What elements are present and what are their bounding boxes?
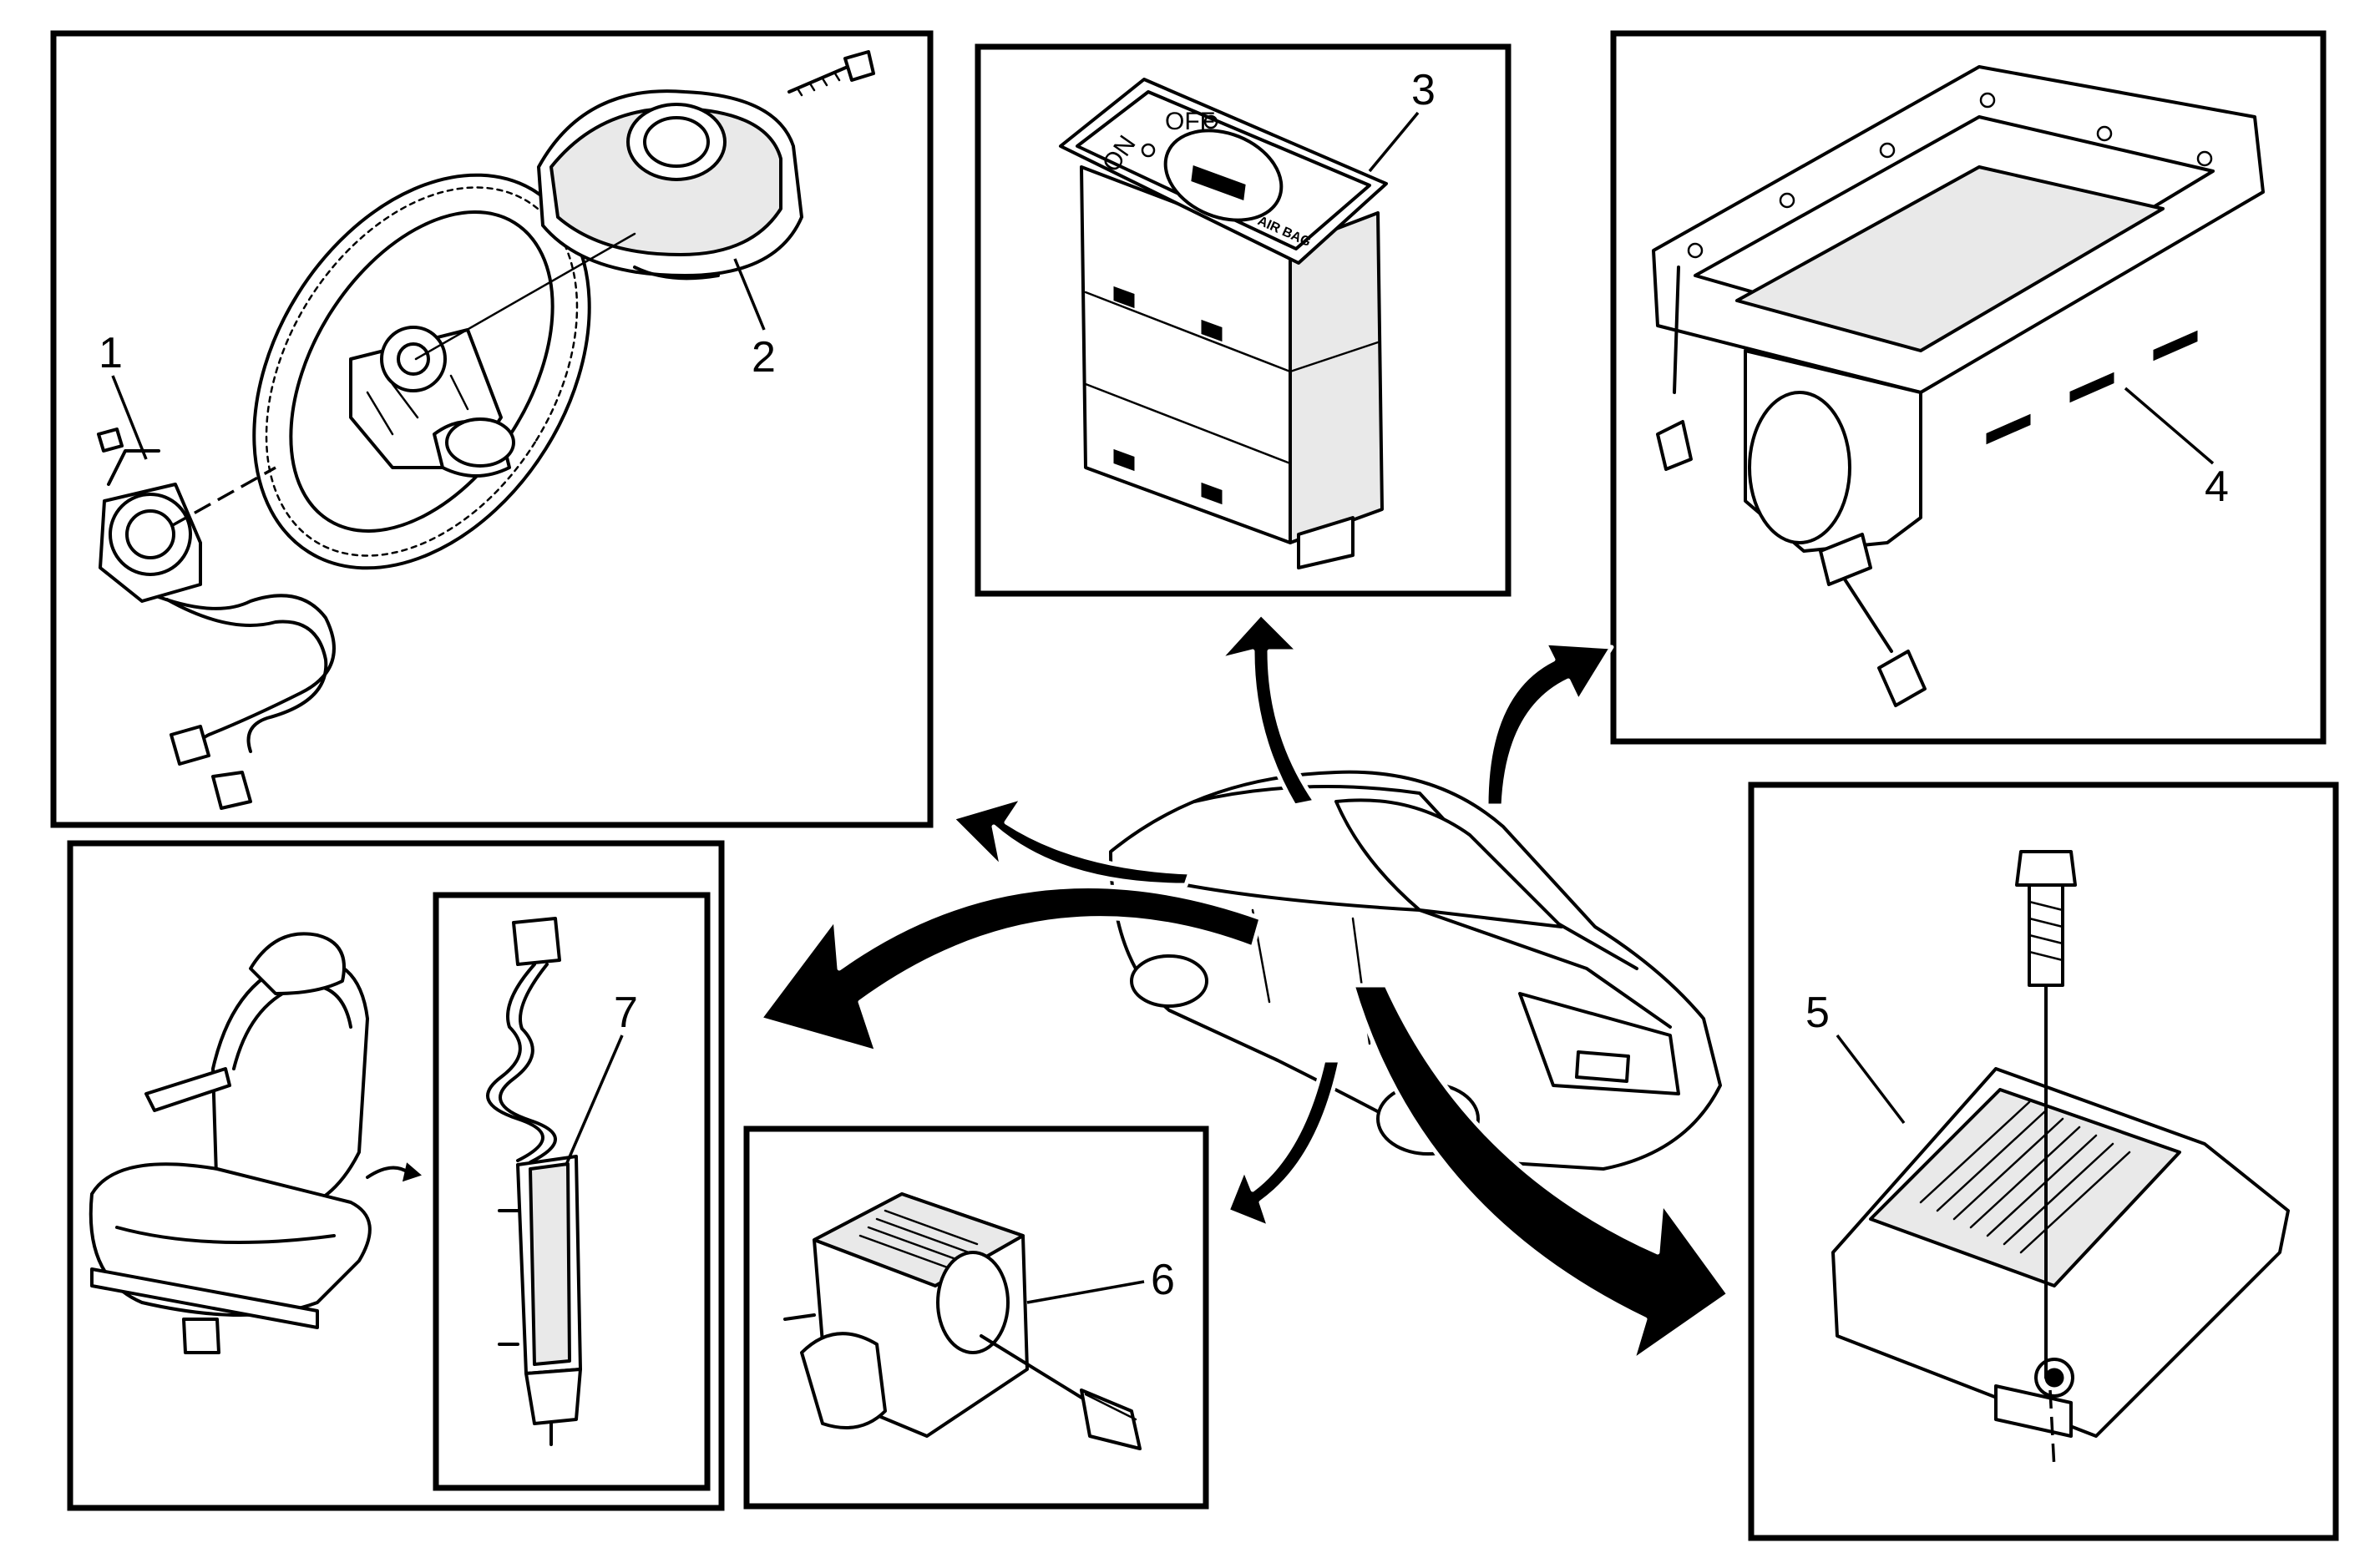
arrow-to-impact-sensor	[1225, 1058, 1343, 1230]
side-impact-sensor	[783, 1192, 1142, 1450]
callout-4: 4	[2205, 463, 2229, 511]
callout-3: 3	[1411, 66, 1436, 114]
callout-1: 1	[99, 329, 123, 377]
arrow-to-passenger-airbag	[1484, 640, 1614, 808]
clockspring	[97, 427, 336, 810]
arrow-to-sdm	[1350, 983, 1731, 1363]
panel-steering-wheel: 1 2	[50, 30, 934, 828]
panel-airbag-switch: ON OFF AIR BAG 3	[975, 43, 1512, 597]
callout-2: 2	[752, 333, 776, 382]
callout-5: 5	[1805, 989, 1830, 1037]
switch-off-label: OFF	[1165, 108, 1215, 135]
arrow-to-airbag-switch	[1217, 611, 1318, 808]
locator-arrows	[757, 611, 1731, 1363]
panel-sdm: 5	[1748, 782, 2339, 1541]
driver-airbag-module	[414, 50, 875, 361]
arrow-to-steering-wheel	[949, 795, 1193, 888]
airbag-off-switch: ON OFF AIR BAG	[1059, 78, 1388, 569]
steering-wheel	[252, 173, 591, 570]
seat-side-airbag	[486, 917, 582, 1446]
arrow-to-seat	[757, 884, 1263, 1055]
sensing-diagnostic-module	[1831, 850, 2290, 1470]
callout-6: 6	[1151, 1256, 1175, 1304]
panel-impact-sensor: 6	[743, 1126, 1209, 1510]
panel-passenger-airbag: 4	[1610, 30, 2327, 745]
passenger-airbag-module	[1652, 65, 2265, 707]
panel-seat: 7	[67, 840, 725, 1511]
front-seat	[89, 932, 422, 1354]
callout-7: 7	[614, 989, 638, 1037]
